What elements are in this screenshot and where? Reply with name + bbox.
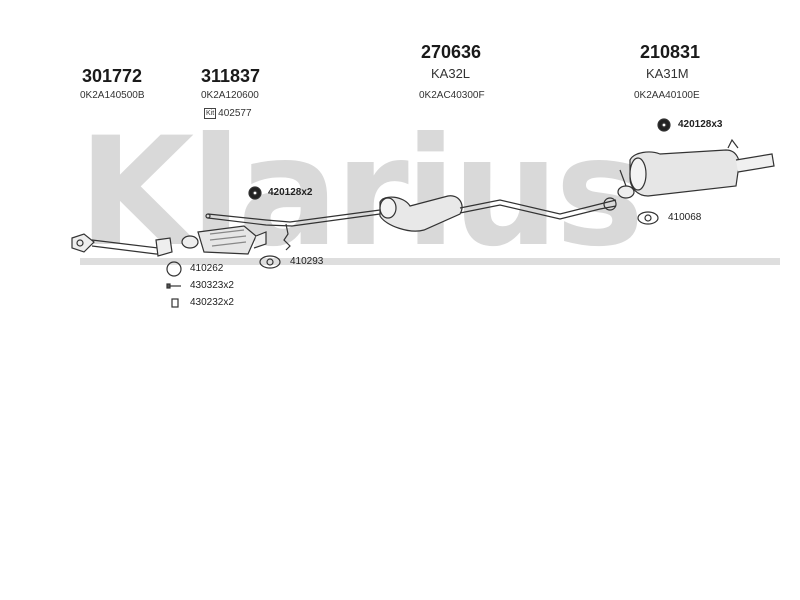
front-pipe-part[interactable]: [71, 233, 173, 257]
fitting-label[interactable]: 430232x2: [190, 297, 234, 308]
part-number-210831[interactable]: 210831: [640, 42, 701, 62]
fitting-label[interactable]: 430323x2: [190, 280, 234, 291]
ring-icon: [166, 261, 182, 277]
rubber-hanger-icon: [248, 186, 262, 200]
kit-badge: Kit: [204, 108, 217, 119]
oem-number: 0K2A120600: [201, 90, 259, 101]
intermediate-pipe-part[interactable]: [205, 195, 617, 251]
part-number-270636[interactable]: 270636: [421, 42, 482, 62]
part-name: KA32L: [431, 66, 471, 81]
fitting-label[interactable]: 420128x2: [268, 187, 313, 198]
part-name: KA31M: [646, 66, 689, 81]
fitting-label[interactable]: 410068: [668, 212, 702, 223]
gasket-icon: [259, 255, 281, 269]
nut-icon: [171, 298, 179, 308]
oem-number: 0K2A140500B: [80, 90, 145, 101]
watermark: Klarius: [78, 106, 644, 280]
oem-number: 0K2AC40300F: [419, 90, 485, 101]
part-number-301772[interactable]: 301772: [82, 66, 143, 86]
gasket-icon: [637, 211, 659, 225]
oem-number: 0K2AA40100E: [634, 90, 700, 101]
rear-silencer-part[interactable]: [617, 138, 775, 199]
fitting-label[interactable]: 420128x3: [678, 119, 723, 130]
bolt-icon: [166, 283, 181, 289]
watermark-underline: [80, 258, 780, 265]
kit-code: 402577: [218, 108, 252, 120]
fitting-label[interactable]: 410262: [190, 263, 224, 274]
fitting-label[interactable]: 410293: [290, 256, 324, 267]
part-number-311837[interactable]: 311837: [201, 66, 261, 86]
rubber-hanger-icon: [657, 118, 671, 132]
catalytic-converter-part[interactable]: [181, 225, 267, 255]
